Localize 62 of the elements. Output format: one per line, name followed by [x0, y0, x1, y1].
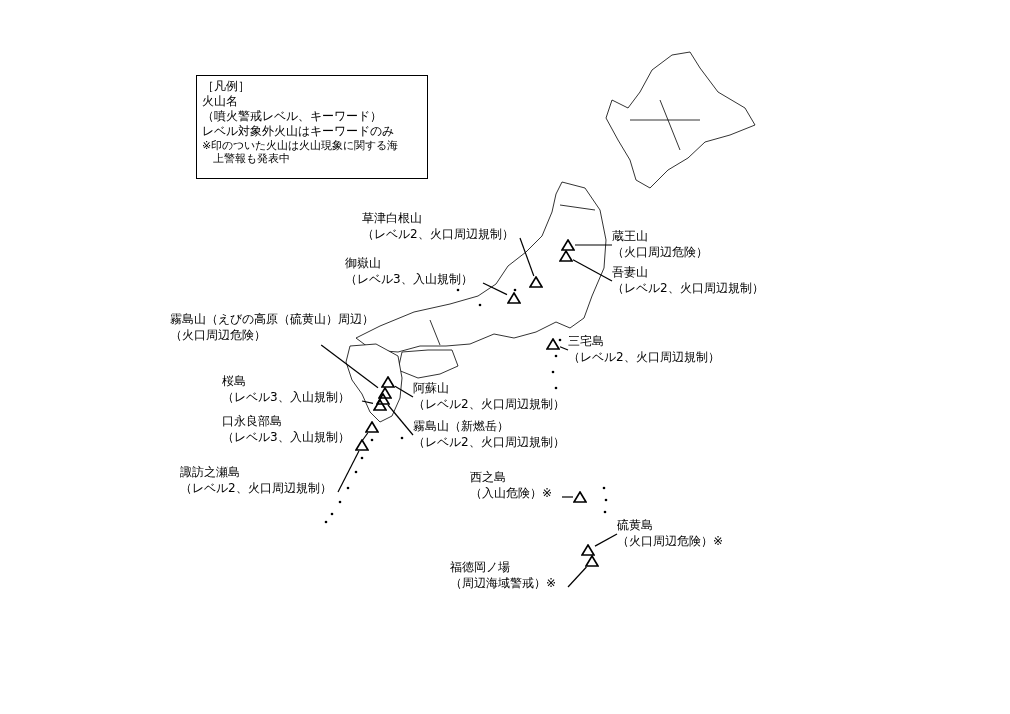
alert-level-text: （レベル3、入山規制） — [222, 389, 351, 405]
leader-line — [394, 385, 414, 398]
volcano-triangle — [585, 555, 599, 567]
alert-level-text: （レベル3、入山規制） — [345, 271, 474, 287]
volcano-triangle — [378, 387, 392, 399]
volcano-triangle — [365, 421, 379, 433]
legend-text: 火山名 — [202, 94, 239, 109]
volcano-triangle — [573, 491, 587, 503]
leader-line — [320, 344, 379, 389]
alert-level-text: （レベル2、火口周辺規制） — [413, 434, 566, 450]
volcano-name: 吾妻山 — [612, 264, 649, 280]
leader-line — [559, 346, 569, 351]
legend-text: （噴火警戒レベル、キーワード） — [202, 109, 383, 124]
leader-line — [572, 259, 613, 282]
volcano-triangle — [561, 239, 575, 251]
alert-level-text: （入山危険）※ — [470, 485, 554, 501]
volcano-name: 桜島 — [222, 373, 247, 389]
alert-level-text: （周辺海域警戒）※ — [450, 575, 558, 591]
leader-line — [482, 282, 508, 296]
leader-line — [361, 432, 369, 442]
leader-line — [561, 496, 574, 498]
alert-level-text: （レベル2、火口周辺規制） — [413, 396, 566, 412]
legend-text: レベル対象外火山はキーワードのみ — [202, 124, 395, 139]
volcano-triangle — [559, 250, 573, 262]
leader-line — [361, 400, 374, 405]
volcano-triangle — [376, 393, 390, 405]
volcano-triangle — [507, 292, 521, 304]
volcano-name: 三宅島 — [568, 333, 605, 349]
leader-line — [567, 566, 588, 588]
volcano-name: 霧島山（えびの高原（硫黄山）周辺） — [170, 311, 375, 327]
volcano-name: 硫黄島 — [617, 517, 654, 533]
leader-line — [594, 533, 618, 547]
volcano-triangle — [546, 338, 560, 350]
volcano-name: 草津白根山 — [362, 210, 423, 226]
volcano-name: 福徳岡ノ場 — [450, 559, 511, 575]
volcano-name: 霧島山（新燃岳） — [413, 418, 510, 434]
volcano-triangle — [581, 544, 595, 556]
alert-level-text: （火口周辺危険）※ — [617, 533, 725, 549]
volcano-name: 蔵王山 — [612, 228, 649, 244]
alert-level-text: （レベル2、火口周辺規制） — [568, 349, 721, 365]
legend-text: ※印のついた火山は火山現象に関する海上警報も発表中 — [202, 139, 400, 165]
volcano-name: 諏訪之瀬島 — [180, 464, 241, 480]
volcano-triangle — [529, 276, 543, 288]
leader-line — [574, 244, 613, 246]
volcano-triangle — [355, 439, 369, 451]
leader-line — [337, 450, 360, 493]
alert-level-text: （レベル3、入山規制） — [222, 429, 351, 445]
legend-title: ［凡例］ — [202, 79, 251, 94]
alert-level-text: （レベル2、火口周辺規制） — [362, 226, 515, 242]
leader-line — [387, 404, 414, 436]
leader-line — [519, 237, 535, 277]
volcano-name: 口永良部島 — [222, 413, 283, 429]
alert-level-text: （火口周辺危険） — [170, 327, 267, 343]
volcano-name: 御嶽山 — [345, 255, 382, 271]
alert-level-text: （火口周辺危険） — [612, 244, 709, 260]
alert-level-text: （レベル2、火口周辺規制） — [612, 280, 765, 296]
volcano-triangle — [381, 376, 395, 388]
volcano-triangle — [373, 399, 387, 411]
volcano-name: 阿蘇山 — [413, 380, 450, 396]
volcano-name: 西之島 — [470, 469, 507, 485]
legend-box — [196, 75, 428, 179]
alert-level-text: （レベル2、火口周辺規制） — [180, 480, 333, 496]
